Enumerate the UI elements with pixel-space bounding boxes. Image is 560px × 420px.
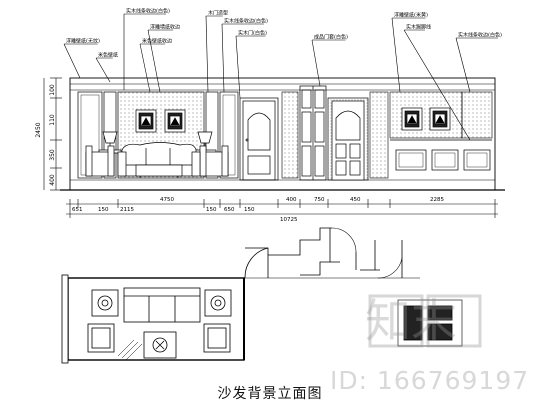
width-dimension-label: 2285 [430, 197, 444, 203]
callout-label: 实木门(白色) [238, 30, 267, 37]
width-dimension-label: 4750 [160, 197, 174, 203]
callout-label: 浮雕壁纸(无纹) [66, 38, 100, 45]
width-labels: 651 150 2115 4750 150 650 150 400 750 450 2285 1072… [72, 197, 444, 223]
width-dimension-label: 10725 [280, 217, 298, 223]
floor-plan [61, 227, 463, 364]
height-dimension-label: 110 [49, 114, 56, 126]
right-paintings [401, 107, 451, 131]
logo-watermark-text: 知末 [365, 294, 457, 348]
height-dimension-label: 350 [49, 149, 56, 161]
dotted-wall-mid [281, 91, 299, 179]
door-right [327, 97, 369, 181]
callout-label: 实木踢脚线 [406, 24, 431, 31]
sofa-set [85, 131, 229, 178]
logo-watermark [368, 294, 482, 348]
width-dimension [66, 199, 498, 218]
callout-leader [139, 43, 151, 93]
callout-label: 实木线条收边(白色) [458, 32, 502, 39]
width-dimension-label: 2115 [120, 207, 134, 213]
width-dimension-label: 450 [350, 197, 361, 203]
width-dimension-label: 150 [244, 207, 255, 213]
callout-leader [311, 39, 321, 87]
width-dimension-label: 650 [224, 207, 235, 213]
width-dimension-label: 400 [286, 197, 297, 203]
drawing-caption: 沙发背景立面图 [217, 386, 323, 402]
wall-paintings [135, 109, 186, 133]
callout-leader [147, 29, 161, 93]
callout-leader [455, 37, 471, 93]
cabinet-double [299, 85, 327, 181]
callout-leader [221, 23, 225, 93]
callout-leader [205, 15, 209, 93]
callout-label: 浮雕墙纸收边 [150, 24, 180, 31]
width-dimension-label: 750 [314, 197, 325, 203]
height-dimension-label: 100 [49, 84, 56, 96]
callout-leader [235, 35, 241, 99]
callout-label: 米色壁纸 [98, 52, 118, 59]
width-dimension-label: 150 [98, 207, 109, 213]
door-left [239, 97, 279, 181]
elevation-frame [60, 77, 505, 191]
dotted-wall-right [369, 91, 493, 179]
callout-label: 木门造型 [208, 10, 228, 17]
callout-leader [63, 43, 81, 79]
callout-label: 米色壁纸收边 [142, 38, 172, 45]
height-dimension [43, 77, 62, 191]
height-dimension-label: 400 [49, 174, 56, 186]
image-id-label: ID: 166769197 [330, 366, 530, 395]
width-dimension-label: 150 [206, 207, 217, 213]
callout-label: 浮雕壁纸(米黄) [394, 12, 428, 19]
height-labels: 2450 100 110 350 400 [35, 84, 56, 186]
wainscot-panels [390, 139, 492, 171]
height-dimension-label: 2450 [35, 122, 42, 137]
callout-leader [391, 17, 401, 93]
callout-label: 实木线条收边(白色) [126, 8, 170, 15]
callout-label: 成品门套(白色) [314, 34, 348, 41]
callout-label: 实木线条收边(白色) [224, 18, 268, 25]
width-dimension-label: 651 [72, 207, 83, 213]
